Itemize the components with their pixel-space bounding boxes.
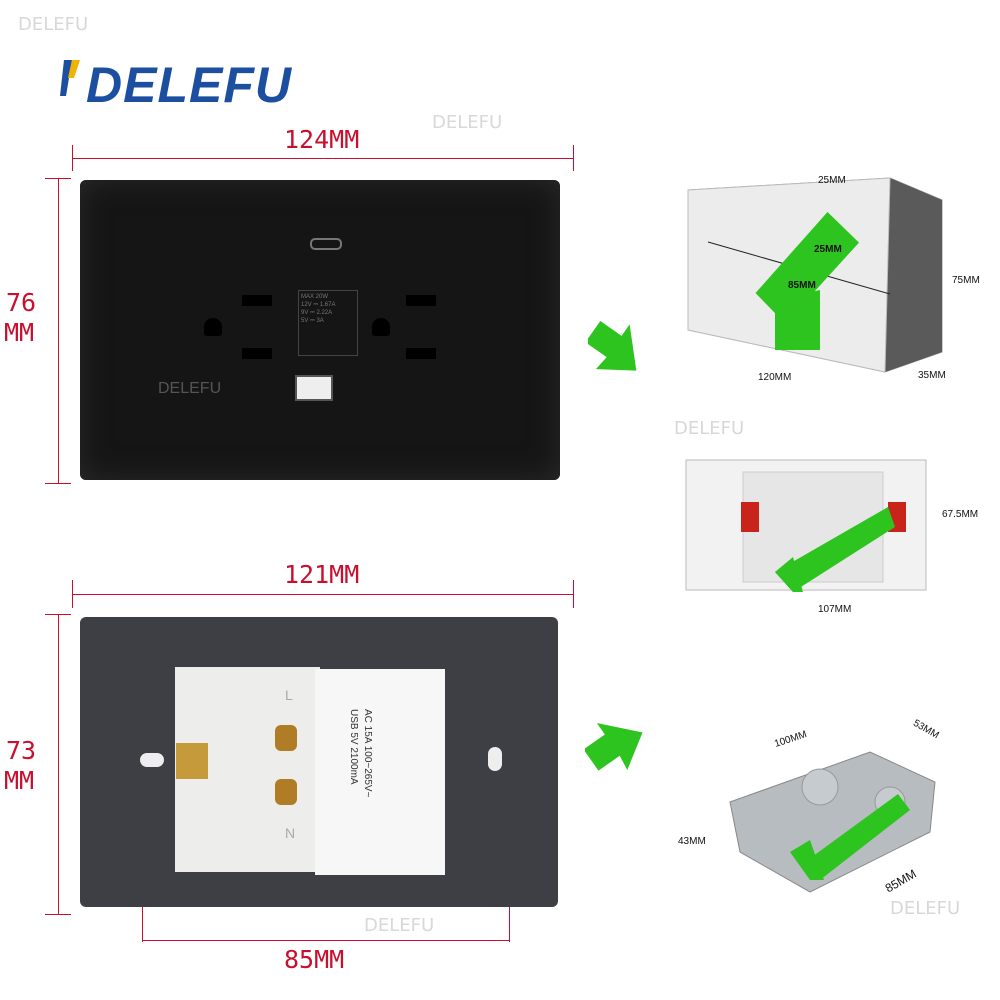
screw-hole bbox=[488, 747, 502, 771]
ground-hole bbox=[372, 318, 390, 336]
back-height-label: 73 bbox=[6, 736, 37, 765]
box2-height-dim: 67.5MM bbox=[942, 509, 979, 520]
outlet-slot bbox=[242, 295, 272, 306]
watermark: DELEFU bbox=[18, 14, 89, 35]
watermark: DELEFU bbox=[432, 112, 503, 133]
brand-logo-mark bbox=[60, 60, 80, 96]
front-height-unit: MM bbox=[4, 318, 35, 347]
box1-depth-dim: 35MM bbox=[918, 370, 946, 381]
box1-length-dim: 120MM bbox=[758, 372, 792, 383]
front-width-label: 124MM bbox=[284, 125, 360, 154]
box1-span-dim: 85MM bbox=[788, 280, 816, 291]
mounting-box-plastic-2 bbox=[685, 459, 927, 592]
usb-a-port bbox=[295, 375, 333, 401]
screw-span-label: 85MM bbox=[284, 945, 345, 974]
outlet-slot bbox=[406, 348, 436, 359]
box1-top-dim: 25MM bbox=[818, 175, 846, 186]
brass-terminal bbox=[275, 725, 297, 751]
brand-logo: DELEFU bbox=[86, 57, 292, 113]
watermark: DELEFU bbox=[364, 915, 435, 936]
back-height-unit: MM bbox=[4, 766, 35, 795]
back-width-label: 121MM bbox=[284, 560, 360, 589]
outlet-slot bbox=[406, 295, 436, 306]
box2-length-dim: 107MM bbox=[818, 604, 852, 615]
brass-terminal bbox=[176, 743, 208, 779]
terminal-label-l: L bbox=[285, 687, 293, 703]
brass-terminal bbox=[275, 779, 297, 805]
usb-c-port bbox=[310, 238, 342, 250]
rating-label: AC 15A 100~265V~USB 5V 2100mA bbox=[348, 709, 373, 798]
terminal-label-n: N bbox=[285, 825, 296, 841]
mounting-box-metal bbox=[729, 751, 936, 893]
front-height-label: 76 bbox=[6, 288, 37, 317]
ground-hole bbox=[204, 318, 222, 336]
box1-inner-dim: 25MM bbox=[814, 244, 842, 255]
usb-spec-label: MAX 20W 12V ⎓ 1.67A 9V ⎓ 2.22A 5V ⎓ 3A bbox=[298, 290, 358, 356]
back-plate: L N AC 15A 100~265V~USB 5V 2100mA bbox=[80, 617, 558, 907]
arrow-icon bbox=[585, 722, 643, 771]
arrow-icon bbox=[588, 320, 637, 371]
screw-hole bbox=[140, 753, 164, 767]
outlet-slot bbox=[242, 348, 272, 359]
box1-height-dim: 75MM bbox=[952, 275, 980, 286]
box3-height-dim: 43MM bbox=[678, 836, 706, 847]
front-plate: MAX 20W 12V ⎓ 1.67A 9V ⎓ 2.22A 5V ⎓ 3A D… bbox=[80, 180, 560, 480]
watermark: DELEFU bbox=[890, 898, 961, 919]
watermark: DELEFU bbox=[674, 418, 745, 439]
plate-brand-print: DELEFU bbox=[158, 380, 222, 397]
mounting-box-plastic-1 bbox=[687, 177, 943, 373]
usb-module bbox=[315, 669, 445, 875]
